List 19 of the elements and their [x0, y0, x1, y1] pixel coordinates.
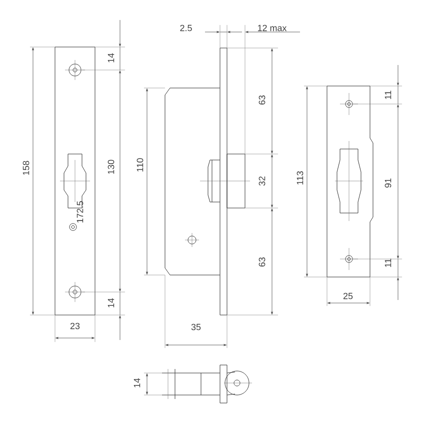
dimension-label: 11	[384, 90, 392, 99]
dimension-label: 12 max	[258, 24, 287, 32]
dimension-label: 14	[134, 378, 140, 388]
dimension-label: 91	[384, 178, 392, 188]
dimension-label: 63	[258, 95, 266, 105]
dimension-label: 158	[22, 160, 30, 175]
dimension-label: 23	[70, 322, 80, 330]
dimension-label: 35	[191, 324, 201, 330]
dimension-label: 63	[258, 257, 266, 267]
dimension-label: 25	[343, 292, 353, 300]
dimension-label: 130	[108, 160, 114, 174]
dimension-label: 172.5	[76, 201, 84, 223]
dimension-label: 14	[108, 298, 114, 308]
dimension-label: 14	[108, 53, 114, 62]
dimension-label: 32	[258, 176, 266, 186]
dimension-label: 2.5	[180, 24, 192, 32]
dimension-label: 113	[296, 171, 304, 184]
dimension-label: 11	[384, 258, 392, 267]
dimension-label: 110	[136, 158, 144, 172]
